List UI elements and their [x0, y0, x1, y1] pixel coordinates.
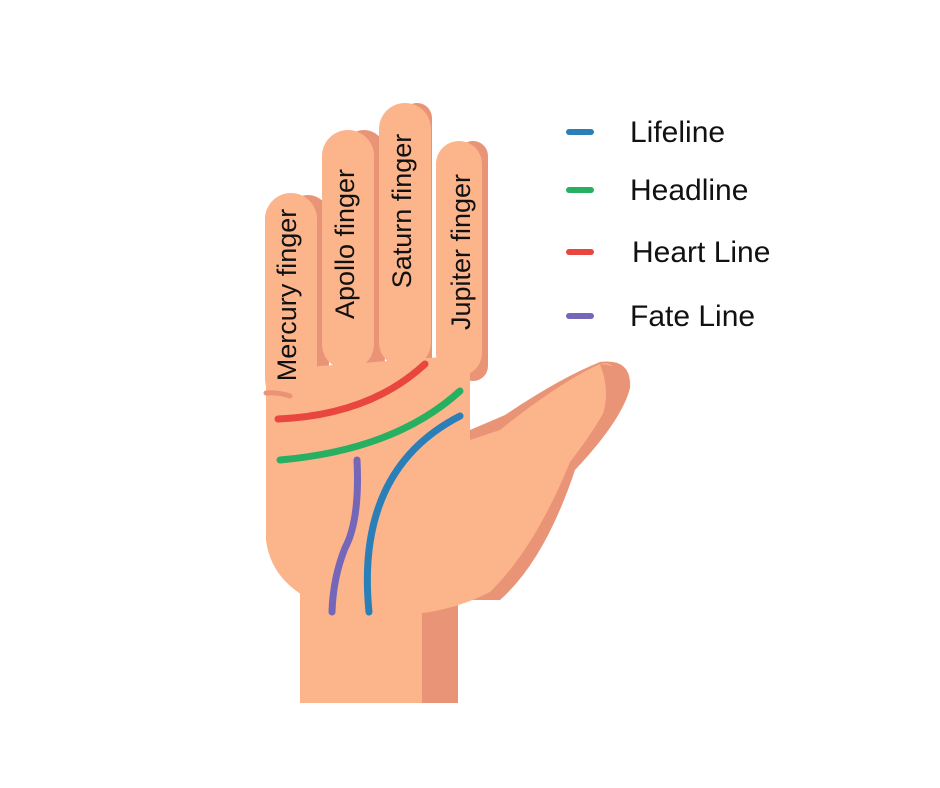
headline-swatch — [566, 187, 594, 193]
legend-item-fate-line: Fate Line — [566, 296, 826, 336]
jupiter-finger-label: Jupiter finger — [446, 174, 476, 330]
legend-item-heart-line: Heart Line — [566, 232, 826, 272]
saturn-finger-label: Saturn finger — [387, 134, 417, 289]
legend-item-lifeline: Lifeline — [566, 112, 826, 152]
fate-line-label: Fate Line — [630, 300, 755, 334]
fate-line-swatch — [566, 313, 594, 319]
mercury-finger-label: Mercury finger — [272, 209, 302, 382]
lifeline-label: Lifeline — [630, 116, 725, 150]
headline-label: Headline — [630, 174, 748, 208]
apollo-finger-label: Apollo finger — [330, 169, 360, 319]
heart-line-label: Heart Line — [632, 236, 770, 270]
legend-item-headline: Headline — [566, 170, 826, 210]
lifeline-swatch — [566, 129, 594, 135]
heart-line-swatch — [566, 249, 594, 255]
